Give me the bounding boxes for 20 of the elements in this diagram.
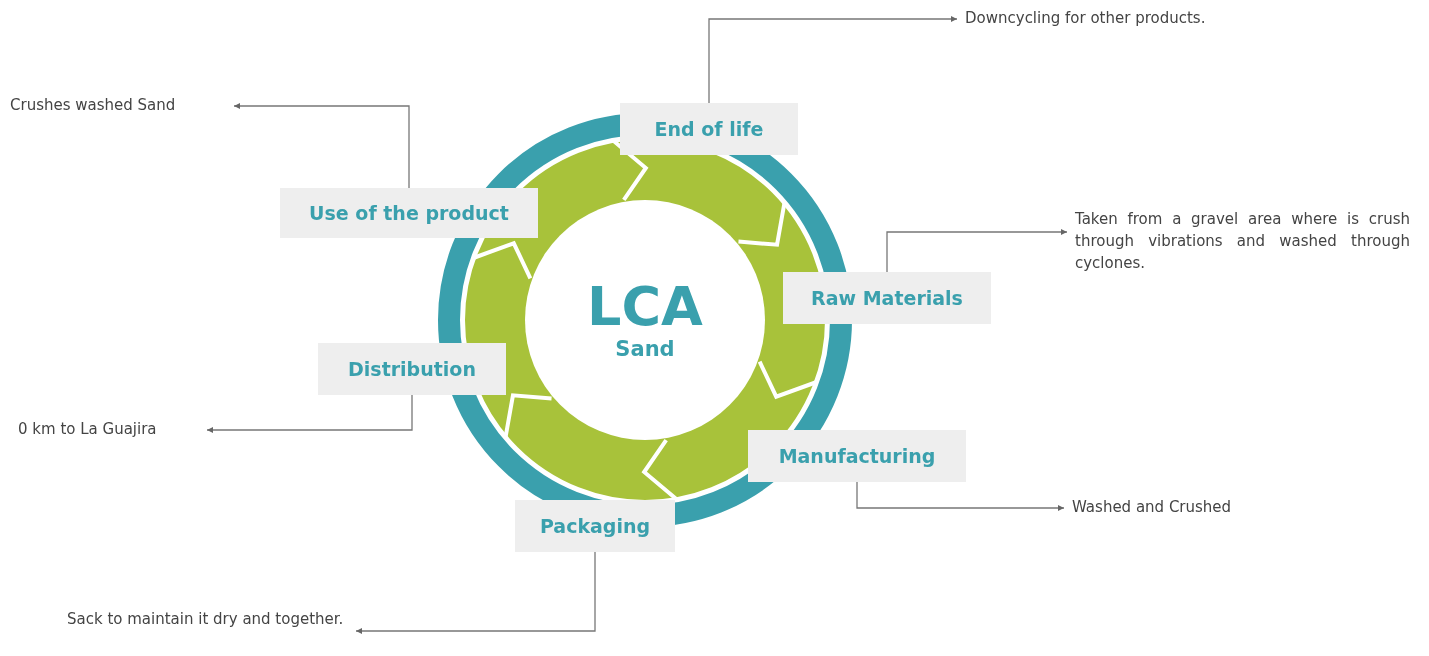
stage-label: Manufacturing bbox=[748, 430, 966, 482]
note-text: 0 km to La Guajira bbox=[18, 418, 203, 442]
stage-label: Use of the product bbox=[280, 188, 538, 238]
leader-line bbox=[708, 16, 958, 104]
note-text: Crushes washed Sand bbox=[10, 94, 230, 118]
note-text: Washed and Crushed bbox=[1072, 496, 1292, 520]
leader-line bbox=[233, 103, 410, 189]
stage-label: Packaging bbox=[515, 500, 675, 552]
stage-label: Raw Materials bbox=[783, 272, 991, 324]
center-title: LCA bbox=[587, 278, 703, 336]
stage-label: End of life bbox=[620, 103, 798, 155]
leader-line bbox=[856, 481, 1065, 511]
note-text: Downcycling for other products. bbox=[965, 7, 1285, 31]
note-text: Sack to maintain it dry and together. bbox=[67, 608, 352, 654]
leader-line bbox=[206, 394, 413, 433]
note-text: Taken from a gravel area where is crush through vibrations and washed through cyclones. bbox=[1075, 208, 1410, 276]
leader-line bbox=[886, 229, 1068, 273]
center-subtitle: Sand bbox=[615, 336, 675, 362]
stage-label: Distribution bbox=[318, 343, 506, 395]
leader-line bbox=[355, 551, 596, 634]
